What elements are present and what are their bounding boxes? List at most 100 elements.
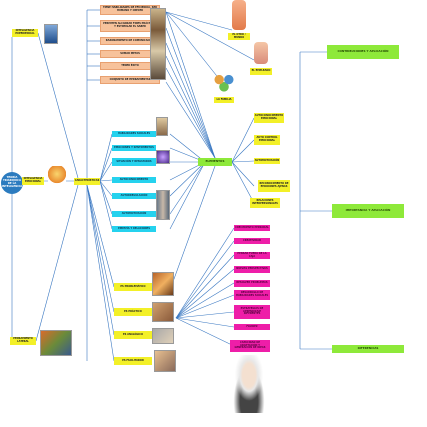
lateral-trait-label: ES ANALÓGICO xyxy=(123,332,143,336)
connector-line xyxy=(86,184,115,313)
element-child-label: RELACIONES INTERPERSONALES xyxy=(252,199,278,205)
family-icon xyxy=(212,70,236,94)
connector-line xyxy=(169,133,206,163)
magenta-item: ESTRATEGIAS DE APRENDIZAJE DIFERENTES xyxy=(234,305,270,319)
connector-line xyxy=(175,240,235,319)
scientist-portrait-icon xyxy=(228,355,270,413)
figure-label: EL OTRO / MUNDO xyxy=(228,33,250,40)
center-label: TEORÍA TRIÁRQUICA DE LA INTELIGENCIA xyxy=(1,176,23,188)
element-child: AUTO CONTROL EMOCIONAL xyxy=(254,135,280,145)
cyan-list-item: AUTORREGULACIÓN xyxy=(112,193,156,199)
cyan-list-label: AUTOCONOCIMIENTO xyxy=(119,177,149,181)
magenta-item: DESARROLLO DE HABILIDADES SOCIALES xyxy=(234,290,270,300)
top-list-label: PERMITEN ALCANZAR FINES PRÁCTICOS Y ESTI… xyxy=(103,22,157,28)
connector-line xyxy=(231,117,255,163)
figure-label-text: EL OTRO / MUNDO xyxy=(232,33,246,39)
cyan-list-label: SITUACIÓN Y RESULTADOS xyxy=(116,159,152,163)
element-child-label: RECONOCIMIENTO DE EMOCIONES AJENAS xyxy=(259,182,289,188)
connector-line xyxy=(86,184,115,362)
cyan-list-item: AUTOMOTIVACIÓN xyxy=(112,211,156,217)
connector-line xyxy=(165,55,216,159)
connector-line xyxy=(99,180,113,215)
top-list-label: RAZONAMIENTO DE COMUNICACIÓN xyxy=(105,38,155,42)
connector-line xyxy=(175,227,235,319)
connector-line xyxy=(169,161,206,230)
connector-line xyxy=(99,161,113,182)
connector-line xyxy=(165,67,216,159)
lateral-trait: ES FACILITADOR xyxy=(114,357,152,365)
connector-line xyxy=(231,160,255,163)
connector-line xyxy=(231,139,255,163)
connector-line xyxy=(165,11,216,159)
center-node: TEORÍA TRIÁRQUICA DE LA INTELIGENCIA xyxy=(1,172,23,194)
magenta-item: RESOLVER PROBLEMAS xyxy=(234,280,270,287)
top-list-label: TIENE HABILIDADES DE EFICIENCIA, SER HUM… xyxy=(103,6,157,12)
connector-line xyxy=(231,161,255,204)
connector-line xyxy=(175,317,235,347)
left-node-label: INTELIGENCIA EMOCIONAL xyxy=(23,177,43,183)
left-node-experiential: INTELIGENCIA EXPERIENCIAL xyxy=(12,29,38,37)
lateral-trait: ES PRÁCTICO xyxy=(114,308,152,316)
right-node-contributions: CONTRIBUCIONES Y APLICACIÓN xyxy=(327,45,399,59)
top-list-item: CONJUNTO DE HERRAMIENTAS xyxy=(100,76,160,84)
top-list-label: TENER ÉXITO xyxy=(121,63,139,67)
magenta-label: ESTRATEGIAS DE APRENDIZAJE DIFERENTES xyxy=(240,306,264,316)
connector-line xyxy=(99,147,113,182)
connector-line xyxy=(165,42,216,159)
lateral-trait-label: ES PRÁCTICO xyxy=(124,309,142,313)
figure-label: LA FAMILIA xyxy=(214,97,234,103)
head-silhouette-icon xyxy=(48,166,66,186)
connector-line xyxy=(175,294,235,319)
connector-line xyxy=(175,268,235,319)
magenta-item: CAPACIDAD DE ADAPTACIÓN Y GENERACIÓN DE … xyxy=(230,340,270,352)
brain-icon xyxy=(44,24,58,44)
connector-line xyxy=(165,11,233,31)
tools-photo-icon xyxy=(152,328,174,344)
cyan-list-label: EMPATÍA Y RELACIONES xyxy=(118,226,150,230)
hub-label: CARACTERÍSTICAS xyxy=(74,179,100,183)
cyan-list-item: SITUACIÓN Y RESULTADOS xyxy=(112,158,156,166)
element-child-label: AUTO CONTROL EMOCIONAL xyxy=(256,136,278,142)
cyan-list-item: EMOCIONES Y SENTIMIENTOS xyxy=(112,145,156,151)
people-photo-icon xyxy=(156,190,170,220)
connector-line xyxy=(99,133,113,182)
cyan-list-item: EMPATÍA Y RELACIONES xyxy=(112,226,156,232)
cyan-list-label: AUTORREGULACIÓN xyxy=(120,193,148,197)
elements-node: ELEMENTOS xyxy=(198,158,232,166)
connector-line xyxy=(175,254,235,319)
child-photo-icon xyxy=(156,117,168,136)
connector-line xyxy=(86,184,115,336)
magenta-item: NUEVAS PERSPECTIVAS xyxy=(234,266,270,273)
connector-line xyxy=(169,161,206,197)
connector-line xyxy=(35,184,79,342)
cyan-list-label: HABILIDADES SOCIALES xyxy=(117,131,151,135)
magenta-item: CRECIMIENTO PERSONAL xyxy=(234,225,270,231)
top-list-item: PERMITEN ALCANZAR FINES PRÁCTICOS Y ESTI… xyxy=(100,20,160,32)
figure-label-text: EL EMPLEADO xyxy=(251,69,271,73)
connector-line xyxy=(86,184,115,288)
magenta-label: RESOLVER PROBLEMAS xyxy=(236,281,268,285)
lateral-trait-label: ES FACILITADOR xyxy=(122,358,144,362)
top-list-label: SUMAR METAS xyxy=(120,51,140,55)
cyan-list-label: EMOCIONES Y SENTIMIENTOS xyxy=(114,145,154,149)
magenta-item: PENSAR FUERA DE LA CAJA xyxy=(234,252,270,259)
connector-line xyxy=(165,81,216,159)
element-child: RELACIONES INTERPERSONALES xyxy=(250,198,280,208)
figure-label-text: LA FAMILIA xyxy=(216,97,232,101)
right-node-label: IMPORTANCIA Y APLICACIÓN xyxy=(345,208,391,213)
connector-line xyxy=(165,11,255,61)
cyan-list-item: HABILIDADES SOCIALES xyxy=(112,131,156,137)
cyan-list-item: AUTOCONOCIMIENTO xyxy=(112,177,156,183)
figure-label: EL EMPLEADO xyxy=(250,68,272,75)
right-node-label: CONTRIBUCIONES Y APLICACIÓN xyxy=(337,49,389,54)
element-child-label: AUTOCONOCIMIENTO EMOCIONAL xyxy=(254,114,284,120)
books-icon xyxy=(40,330,72,356)
left-node-label: PENSAMIENTO LATERAL xyxy=(13,337,33,343)
photo-strip-icon xyxy=(150,8,166,80)
lateral-trait-label: ES PROBLEMÁTICO xyxy=(120,284,146,288)
connector-line xyxy=(99,180,113,230)
magenta-label: PENSAR FUERA DE LA CAJA xyxy=(237,252,267,258)
pencil-photo-icon xyxy=(152,272,174,296)
lateral-trait: ES PROBLEMÁTICO xyxy=(114,283,152,291)
